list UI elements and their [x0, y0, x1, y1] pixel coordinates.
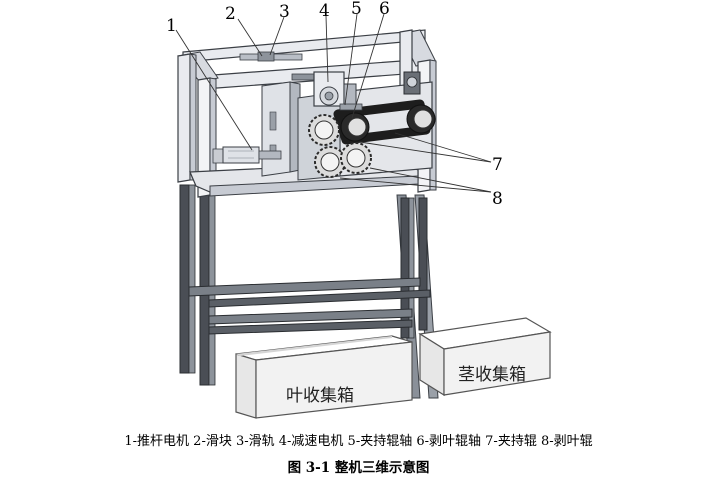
callout-5: 5 [351, 0, 362, 19]
gear-motor [313, 71, 357, 107]
callout-3: 3 [279, 2, 290, 22]
stem-collection-bin: 茎收集箱 [418, 317, 552, 397]
callout-7: 7 [492, 155, 503, 175]
leaf-bin-label: 叶收集箱 [286, 386, 354, 406]
figure-legend: 1-推杆电机 2-滑块 3-滑轨 4-减速电机 5-夹持辊轴 6-剥叶辊轴 7-… [124, 434, 593, 449]
callout-8: 8 [492, 189, 503, 209]
callout-1: 1 [166, 16, 177, 36]
figure-caption: 图 3-1 整机三维示意图 [287, 460, 430, 476]
leader-lines [175, 13, 492, 193]
inner-plate [261, 81, 301, 177]
callout-2: 2 [225, 4, 236, 24]
belt-drive [333, 71, 436, 145]
lower-crossbars [188, 277, 431, 335]
callout-4: 4 [319, 1, 330, 21]
gear-rollers [308, 103, 372, 178]
callout-6: 6 [379, 0, 390, 19]
leaf-collection-bin: 叶收集箱 [235, 335, 413, 419]
push-rod-motor [212, 146, 282, 164]
slide-rail [239, 51, 315, 81]
stem-bin-label: 茎收集箱 [458, 365, 526, 385]
callout-labels: 1 2 3 4 5 6 7 8 [166, 0, 503, 209]
